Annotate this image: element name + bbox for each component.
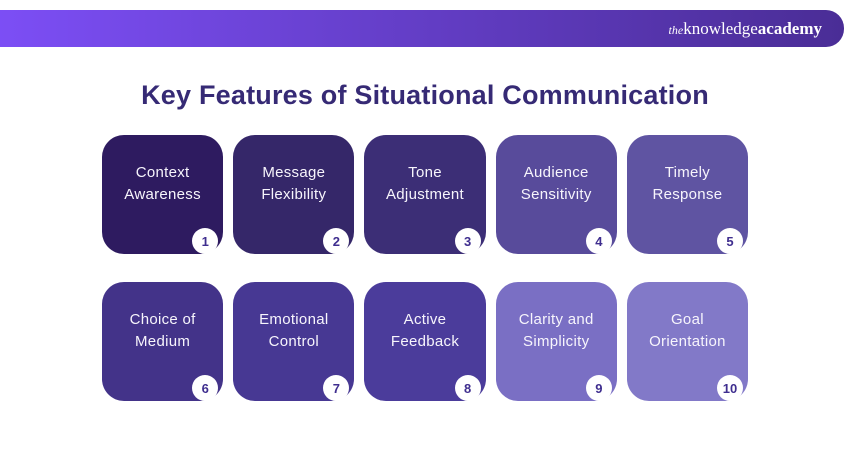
- number-badge: 9: [585, 375, 612, 401]
- brand-logo: theknowledgeacademy: [669, 20, 822, 38]
- number-badge: 1: [192, 228, 219, 254]
- number-badge: 10: [717, 375, 744, 401]
- brand-logo-knowledge: knowledge: [683, 18, 758, 38]
- feature-card: Message Flexibility 2: [233, 135, 355, 254]
- feature-card: Context Awareness 1: [102, 135, 224, 254]
- feature-card-label: Active Feedback: [390, 310, 460, 350]
- feature-card: Tone Adjustment 3: [364, 135, 486, 254]
- feature-card-label: Tone Adjustment: [385, 163, 465, 203]
- number-badge: 3: [454, 228, 481, 254]
- feature-card-label: Message Flexibility: [261, 163, 327, 203]
- feature-card-label: Goal Orientation: [649, 310, 726, 350]
- number-badge: 4: [585, 228, 612, 254]
- feature-card: Emotional Control 7: [233, 282, 355, 401]
- feature-card-label: Clarity and Simplicity: [518, 310, 594, 350]
- header-bar: theknowledgeacademy: [0, 10, 844, 47]
- feature-card: Choice of Medium 6: [102, 282, 224, 401]
- feature-card: Active Feedback 8: [364, 282, 486, 401]
- feature-card: Audience Sensitivity 4: [495, 135, 617, 254]
- page-title: Key Features of Situational Communicatio…: [141, 80, 709, 110]
- number-badge: 8: [454, 375, 481, 401]
- feature-card-label: Choice of Medium: [129, 310, 196, 350]
- card-row-1: Context Awareness 1 Message Flexibility …: [102, 135, 749, 254]
- feature-card-label: Audience Sensitivity: [520, 163, 592, 203]
- feature-card-label: Emotional Control: [259, 310, 329, 350]
- feature-card-label: Timely Response: [652, 163, 723, 203]
- feature-card: Timely Response 5: [626, 135, 749, 254]
- number-badge: 5: [717, 228, 744, 254]
- cards-grid: Context Awareness 1 Message Flexibility …: [102, 135, 749, 429]
- brand-logo-academy: academy: [757, 18, 822, 38]
- feature-card: Clarity and Simplicity 9: [495, 282, 617, 401]
- number-badge: 2: [323, 228, 350, 254]
- feature-card-label: Context Awareness: [124, 163, 201, 203]
- card-row-2: Choice of Medium 6 Emotional Control 7 A…: [102, 282, 749, 401]
- number-badge: 6: [192, 375, 219, 401]
- feature-card: Goal Orientation 10: [626, 282, 749, 401]
- brand-logo-the: the: [668, 22, 684, 37]
- number-badge: 7: [323, 375, 350, 401]
